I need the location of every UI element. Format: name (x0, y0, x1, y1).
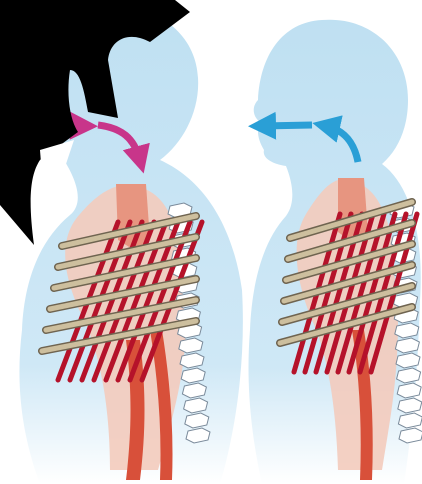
vertebra (185, 413, 209, 428)
vertebra (398, 413, 422, 428)
exhalation-panel (249, 20, 422, 484)
vertebra (395, 338, 419, 353)
vertebra (182, 383, 206, 398)
vertebra (186, 428, 210, 443)
vertebra (397, 383, 421, 398)
vertebra (398, 398, 422, 413)
vertebra (396, 353, 420, 368)
vertebra (397, 368, 421, 383)
vertebra (179, 338, 203, 353)
vertebra (184, 398, 208, 413)
trachea (338, 178, 368, 242)
vertebra (181, 368, 205, 383)
vertebra (180, 353, 204, 368)
vertebra (395, 323, 419, 338)
vertebra (399, 428, 422, 443)
